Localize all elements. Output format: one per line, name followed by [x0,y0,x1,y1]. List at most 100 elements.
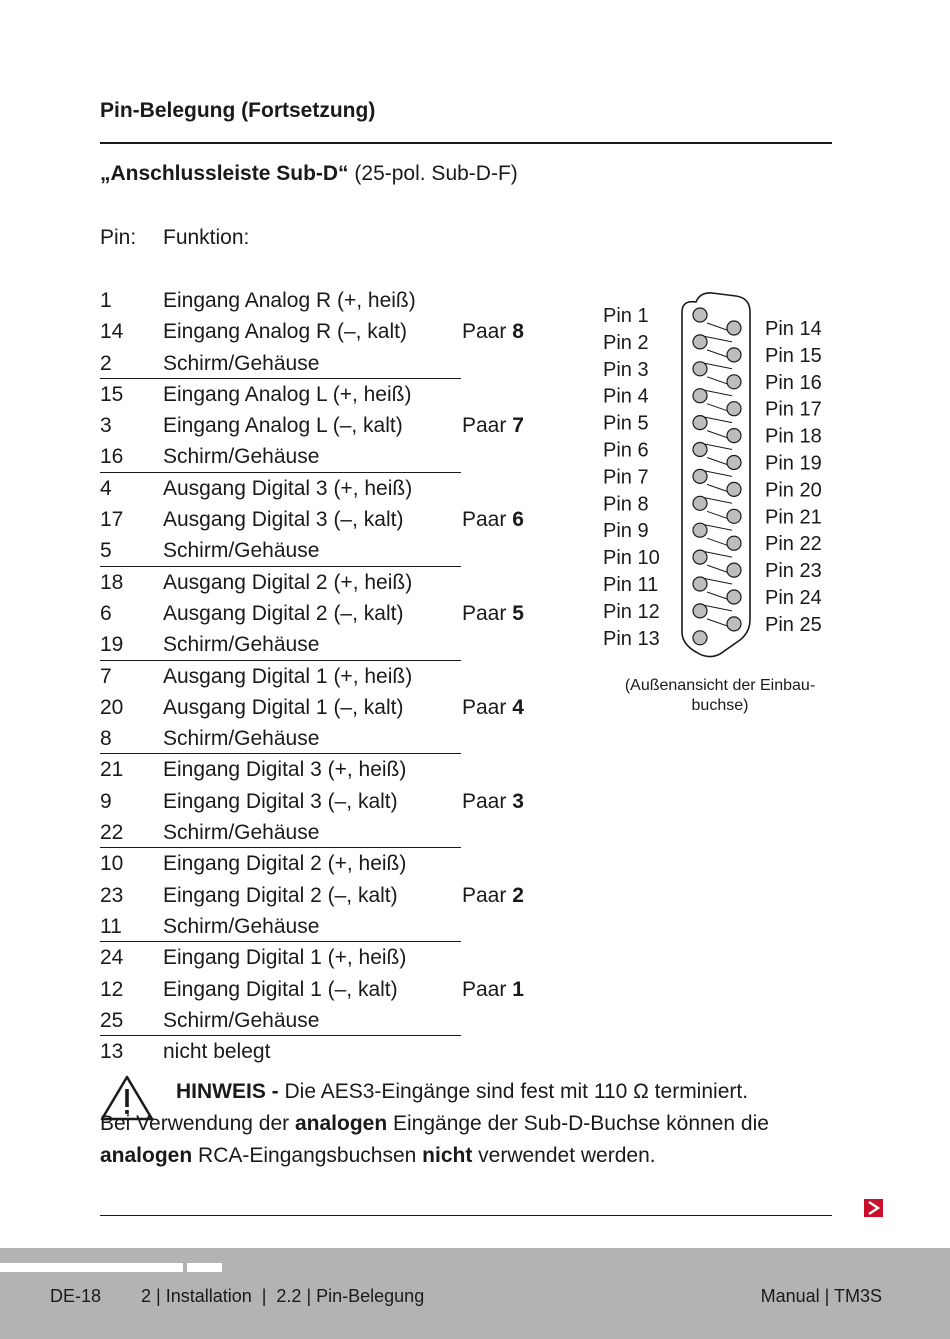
pin-function: Ausgang Digital 2 (–, kalt) [163,601,404,625]
notice-line-1: HINWEIS - Die AES3-Eingänge sind fest mi… [100,1076,840,1108]
pin-link-line [701,335,733,343]
pin-label-right: Pin 16 [765,372,822,394]
pin-function: Schirm/Gehäuse [163,445,320,469]
notice-text-5: verwendet werden. [472,1144,656,1167]
pin-number: 10 [100,852,124,876]
pin-function: Eingang Digital 2 (+, heiß) [163,852,407,876]
pin-contact [726,347,742,363]
pair-label: Paar 4 [462,695,524,719]
pin-function: Ausgang Digital 3 (–, kalt) [163,508,404,532]
pin-label-left: Pin 7 [603,466,649,488]
pin-label-right: Pin 18 [765,426,822,448]
pin-function: Ausgang Digital 1 (+, heiß) [163,664,413,688]
pin-contact [692,361,708,377]
pin-function: Eingang Analog R (–, kalt) [163,320,407,344]
next-page-icon[interactable] [864,1199,883,1217]
bottom-divider [100,1215,832,1216]
pin-number: 5 [100,539,112,563]
notice-block: HINWEIS - Die AES3-Eingänge sind fest mi… [100,1076,840,1172]
pin-link-line [701,416,733,424]
pin-number: 14 [100,320,124,344]
pin-number: 13 [100,1040,124,1064]
pair-label: Paar 1 [462,977,524,1001]
pin-function: Eingang Digital 2 (–, kalt) [163,883,398,907]
pin-link-line [701,523,733,531]
pin-label-left: Pin 2 [603,332,649,354]
pin-number: 20 [100,695,124,719]
pin-label-left: Pin 8 [603,493,649,515]
pin-contact [692,603,708,619]
pin-link-line [706,430,728,439]
pin-number: 11 [100,914,122,938]
pin-contact [692,415,708,431]
warning-icon [100,1075,154,1121]
pair-label: Paar 7 [462,414,524,438]
connector-subtitle: „Anschlussleiste Sub-D“ (25-pol. Sub-D-F… [100,162,518,186]
notice-text-3: Eingänge der Sub-D-Buchse können die [387,1112,769,1135]
pin-label-left: Pin 12 [603,601,660,623]
pin-number: 22 [100,821,124,845]
connector-shell [681,292,751,658]
pin-contact [726,508,742,524]
pin-number: 1 [100,289,112,312]
pin-contact [692,388,708,404]
pair-label: Paar 8 [462,320,524,344]
pin-label-right: Pin 15 [765,345,822,367]
pin-link-line [706,537,728,546]
pin-function: Schirm/Gehäuse [163,633,320,657]
pin-contact [726,562,742,578]
notice-bold-4: nicht [422,1144,473,1167]
notice-text-2: Bei Verwendung der [100,1112,295,1135]
pin-contact [692,630,708,646]
pin-number: 19 [100,633,124,657]
pin-contact [726,428,742,444]
title-divider [100,142,832,144]
pin-function: Schirm/Gehäuse [163,821,320,845]
pin-contact [726,616,742,632]
pin-label-right: Pin 21 [765,506,822,528]
pin-link-line [701,443,733,450]
pin-label-left: Pin 13 [603,628,660,650]
pin-contact [726,481,742,497]
pin-function: Eingang Digital 3 (+, heiß) [163,758,407,782]
pin-function: Eingang Digital 1 (+, heiß) [163,946,407,970]
pin-function: Eingang Digital 1 (–, kalt) [163,977,398,1001]
table-row: 14 Eingang Analog R (–, kalt) Paar 8 [100,316,540,347]
pin-label-left: Pin 6 [603,440,649,462]
pin-link-line [706,457,728,465]
pin-link-line [701,496,733,504]
pin-link-line [706,510,728,519]
page-title: Pin-Belegung (Fortsetzung) [100,99,376,122]
pin-link-line [706,564,728,573]
pin-label-right: Pin 17 [765,399,822,421]
pin-contact [692,307,708,323]
connector-caption: (Außenansicht der Einbau- buchse) [600,676,840,716]
pin-label-left: Pin 5 [603,413,649,435]
pair-label: Paar 2 [462,883,524,907]
pin-function: Schirm/Gehäuse [163,351,320,375]
pin-number: 8 [100,727,112,751]
pin-link-line [701,362,733,370]
pin-link-line [701,577,733,585]
pin-link-line [701,604,733,612]
pin-link-line [706,483,728,492]
pin-link-line [706,618,728,627]
pin-contact [692,441,708,458]
pin-link-line [706,322,728,331]
pin-contact [692,334,708,350]
pin-contact [692,576,708,592]
caption-line-1: (Außenansicht der Einbau- [624,677,816,694]
pin-link-line [701,469,733,477]
subtitle-rest: (25-pol. Sub-D-F) [348,162,518,185]
pair-label: Paar 3 [462,789,524,813]
pin-label-left: Pin 4 [603,386,649,408]
pin-function: Schirm/Gehäuse [163,727,320,751]
